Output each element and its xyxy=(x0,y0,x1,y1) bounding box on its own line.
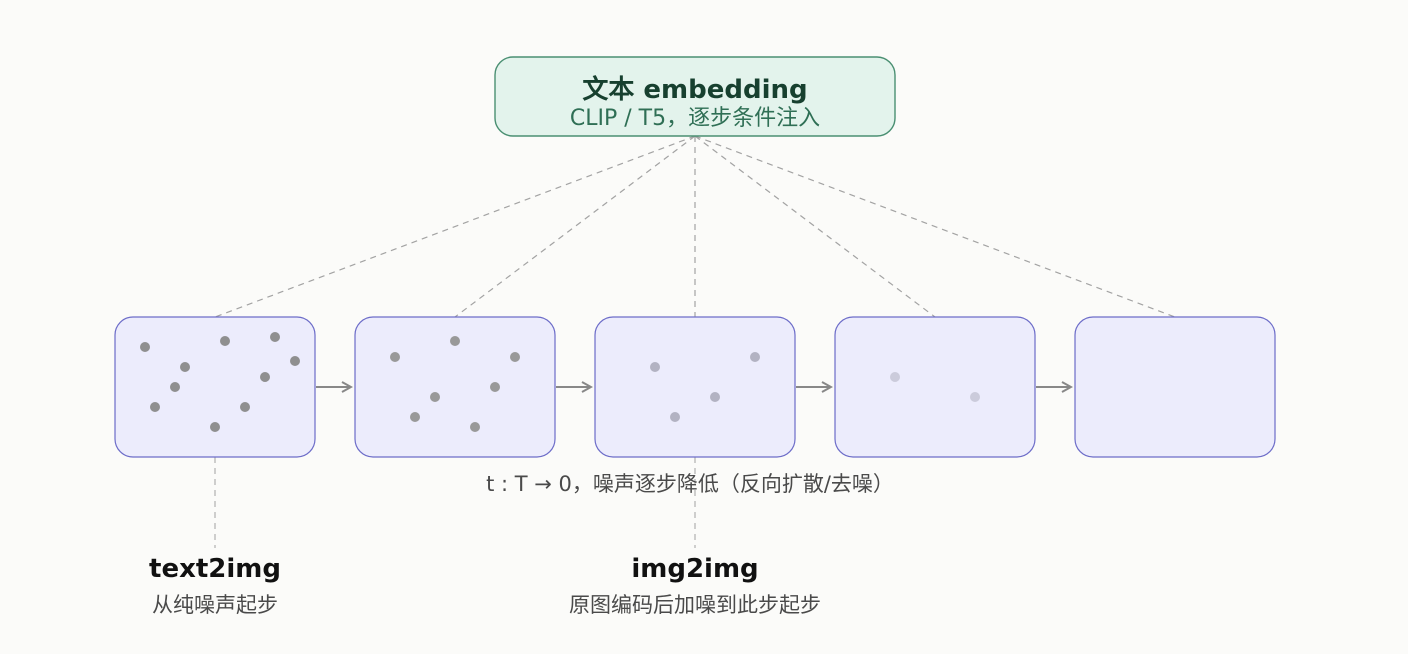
noise-dot xyxy=(180,362,190,372)
noise-dot xyxy=(490,382,500,392)
stage-panel-2 xyxy=(354,316,556,458)
noise-dot xyxy=(510,352,520,362)
noise-dot xyxy=(220,336,230,346)
noise-dots-stage-2 xyxy=(390,336,520,432)
stage-panel-5 xyxy=(1074,316,1276,458)
noise-dot xyxy=(970,392,980,402)
stage-panel-4 xyxy=(834,316,1036,458)
noise-dot xyxy=(390,352,400,362)
entry-label-text2img: text2img xyxy=(149,554,281,584)
conditioning-lines xyxy=(214,135,1176,318)
noise-dot xyxy=(290,356,300,366)
entry-lines xyxy=(214,457,696,548)
entry-desc-text2img: 从纯噪声起步 xyxy=(152,593,278,617)
noise-dot xyxy=(890,372,900,382)
conditioning-line-4 xyxy=(694,135,936,318)
noise-dot xyxy=(430,392,440,402)
embedding-box xyxy=(494,56,896,137)
noise-dot xyxy=(260,372,270,382)
noise-dot xyxy=(410,412,420,422)
embedding-subtitle: CLIP / T5，逐步条件注入 xyxy=(570,106,820,131)
embedding-title: 文本 embedding xyxy=(582,74,807,105)
entry-text2img: text2img 从纯噪声起步 xyxy=(149,554,281,617)
noise-dots-stage-1 xyxy=(140,332,300,432)
stage-panel-3 xyxy=(594,316,796,458)
noise-dot xyxy=(470,422,480,432)
entry-img2img: img2img 原图编码后加噪到此步起步 xyxy=(569,554,821,617)
noise-dots-stage-4 xyxy=(890,372,980,402)
noise-dot xyxy=(140,342,150,352)
noise-dot xyxy=(750,352,760,362)
stage-panels xyxy=(114,316,1276,458)
noise-dot xyxy=(240,402,250,412)
conditioning-line-1 xyxy=(214,135,696,318)
noise-dot xyxy=(170,382,180,392)
noise-dot xyxy=(710,392,720,402)
embedding-node: 文本 embedding CLIP / T5，逐步条件注入 xyxy=(494,56,896,137)
conditioning-line-5 xyxy=(694,135,1176,318)
stage-panel-1 xyxy=(114,316,316,458)
entry-label-img2img: img2img xyxy=(631,554,758,584)
noise-dot xyxy=(150,402,160,412)
noise-dot xyxy=(210,422,220,432)
noise-dots-stage-3 xyxy=(650,352,760,422)
noise-dot xyxy=(650,362,660,372)
timestep-caption: t : T → 0，噪声逐步降低（反向扩散/去噪） xyxy=(486,472,894,496)
noise-dot xyxy=(450,336,460,346)
noise-dot xyxy=(670,412,680,422)
noise-dot xyxy=(270,332,280,342)
entry-desc-img2img: 原图编码后加噪到此步起步 xyxy=(569,593,821,617)
conditioning-line-2 xyxy=(454,135,696,318)
